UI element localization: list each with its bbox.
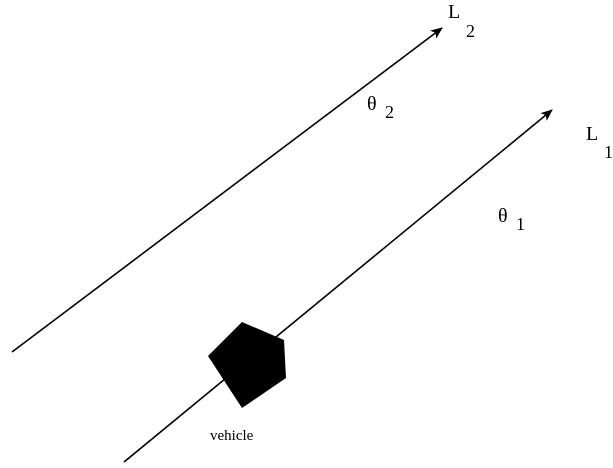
label-l1: L 1 — [586, 123, 613, 162]
label-l2: L 2 — [448, 1, 475, 41]
line-l1 — [123, 109, 553, 463]
label-vehicle: vehicle — [210, 428, 254, 444]
vehicle-shape — [208, 322, 286, 408]
line-l2 — [11, 27, 443, 353]
label-theta2: θ 2 — [367, 93, 394, 122]
label-theta1: θ 1 — [498, 205, 525, 234]
